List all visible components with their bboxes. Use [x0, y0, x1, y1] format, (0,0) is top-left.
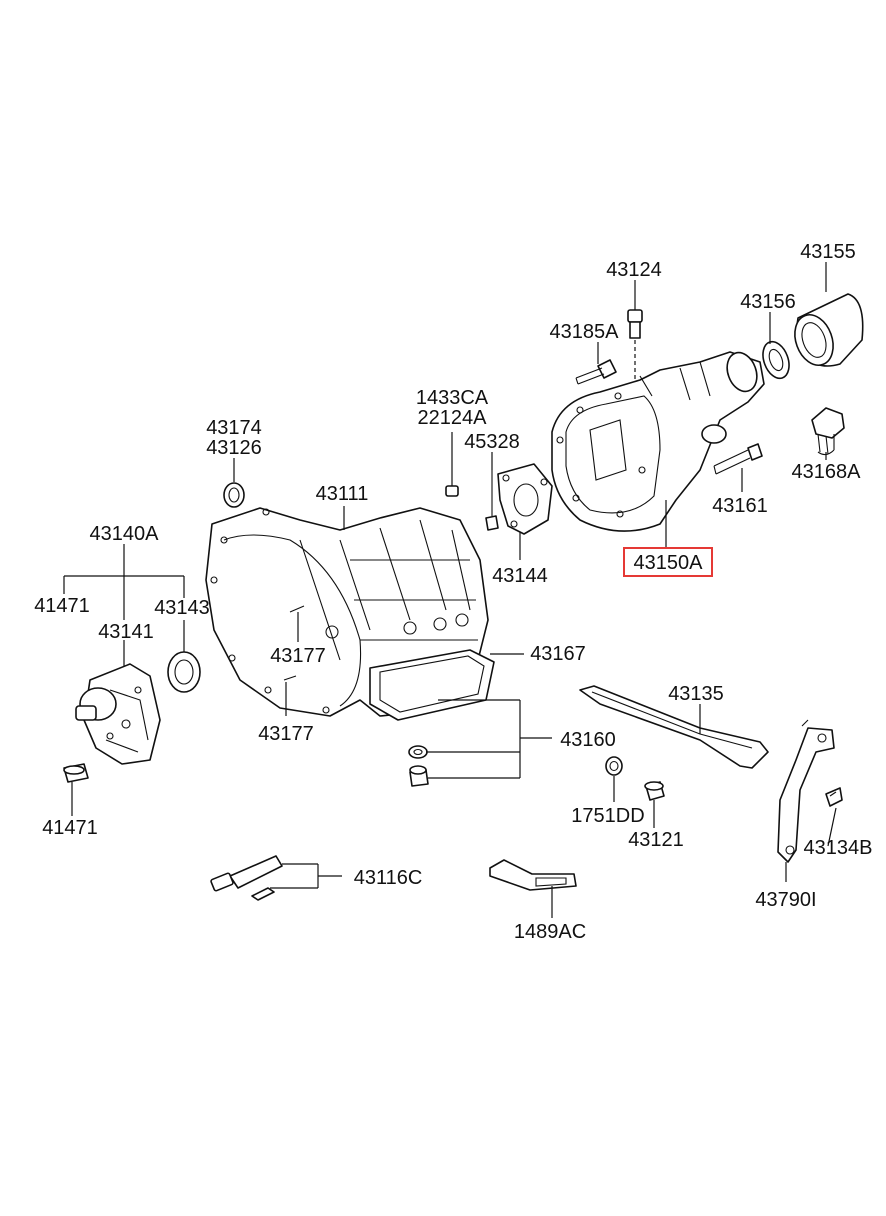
- part-43174-ring-drawing: [223, 482, 245, 508]
- label-43111[interactable]: 43111: [316, 483, 369, 505]
- part-1751DD-washer-drawing: [605, 756, 623, 776]
- part-43141-oil-pump-drawing: [75, 663, 161, 765]
- part-43134B-clip-drawing: [825, 787, 843, 807]
- label-43185A[interactable]: 43185A: [550, 321, 620, 343]
- label-43140A[interactable]: 43140A: [90, 523, 160, 545]
- label-43167[interactable]: 43167: [530, 643, 586, 665]
- part-41471-bolt-drawing: [63, 763, 89, 783]
- label-43141[interactable]: 43141: [98, 621, 154, 643]
- label-43177-lower[interactable]: 43177: [258, 723, 314, 745]
- label-1489AC[interactable]: 1489AC: [514, 921, 586, 943]
- label-43150A[interactable]: 43150A: [634, 552, 704, 574]
- part-43150A-extension-housing-drawing: [551, 351, 765, 532]
- label-43126[interactable]: 43126: [206, 437, 262, 459]
- part-43156-seal-drawing: [762, 340, 790, 380]
- label-43121[interactable]: 43121: [628, 829, 684, 851]
- label-43177-upper[interactable]: 43177: [270, 645, 326, 667]
- label-22124A[interactable]: 22124A: [418, 407, 488, 429]
- part-43160-plug-washer-drawing: [408, 745, 429, 787]
- label-43116C[interactable]: 43116C: [354, 867, 423, 889]
- part-43144-gasket-drawing: [497, 463, 553, 535]
- label-43155[interactable]: 43155: [800, 241, 856, 263]
- highlight-box-43150A: [623, 547, 713, 577]
- label-43168A[interactable]: 43168A: [792, 461, 862, 483]
- part-1433CA-pin-drawing: [445, 485, 459, 497]
- label-45328[interactable]: 45328: [464, 431, 520, 453]
- part-45328-bolt-drawing: [485, 470, 499, 531]
- part-43790I-bracket-drawing: [777, 719, 835, 863]
- part-43161-bolt-drawing: [713, 443, 763, 475]
- label-43161[interactable]: 43161: [712, 495, 768, 517]
- label-1433CA[interactable]: 1433CA: [416, 387, 489, 409]
- label-43790I[interactable]: 43790I: [755, 889, 816, 911]
- part-43168A-plug-drawing: [811, 407, 845, 456]
- label-43124[interactable]: 43124: [606, 259, 662, 281]
- leader-lines: [63, 262, 837, 918]
- part-43121-bolt-drawing: [644, 781, 665, 801]
- label-41471-lower[interactable]: 41471: [42, 817, 98, 839]
- label-43143[interactable]: 43143: [154, 597, 210, 619]
- label-43134B[interactable]: 43134B: [804, 837, 873, 859]
- label-43156[interactable]: 43156: [740, 291, 796, 313]
- part-43116C-sealant-drawing: [210, 855, 283, 901]
- part-43155-cover-drawing: [794, 293, 864, 367]
- label-1751DD[interactable]: 1751DD: [571, 805, 644, 827]
- part-43185A-bolt-drawing: [575, 359, 617, 385]
- part-labels: 43155 43124 43156 43185A 1433CA 22124A 4…: [34, 241, 872, 943]
- label-43135[interactable]: 43135: [668, 683, 724, 705]
- part-1489AC-bracket-drawing: [489, 859, 577, 891]
- part-43143-seal-drawing: [167, 651, 201, 693]
- part-43124-breather-drawing: [627, 309, 643, 388]
- label-41471-upper[interactable]: 41471: [34, 595, 90, 617]
- label-43144[interactable]: 43144: [492, 565, 548, 587]
- label-43160[interactable]: 43160: [560, 729, 616, 751]
- label-43174[interactable]: 43174: [206, 417, 262, 439]
